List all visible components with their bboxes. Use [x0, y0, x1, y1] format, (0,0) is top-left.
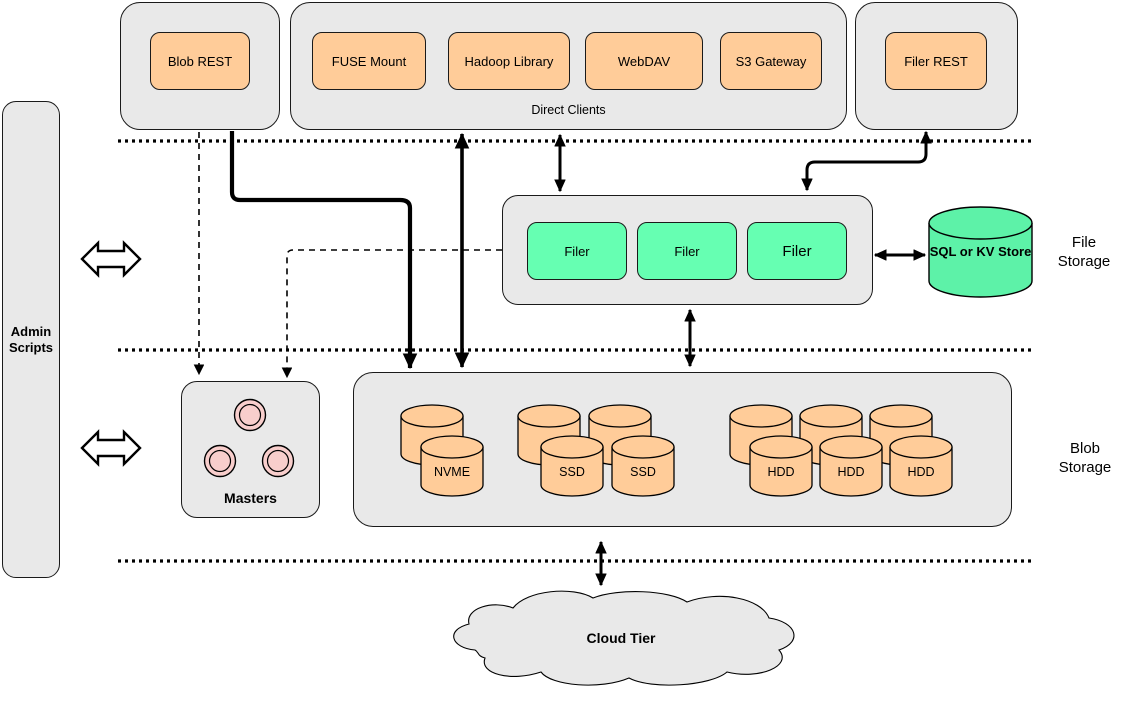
filer-node-1: Filer — [527, 222, 627, 280]
hdd-disk-label-2: HDD — [837, 465, 865, 480]
blob-storage-section-label: Blob Storage — [1058, 440, 1112, 476]
webdav-node: WebDAV — [585, 32, 703, 90]
admin-file-storage-arrow — [80, 240, 142, 278]
filer-rest-to-filer-arrow — [807, 132, 926, 190]
blob-rest-to-volumes-arrow — [229, 131, 418, 370]
volume-servers-group — [353, 372, 1012, 527]
fuse-mount-node: FUSE Mount — [312, 32, 426, 90]
hdd-disk-label-1: HDD — [767, 465, 795, 480]
admin-blob-storage-arrow — [80, 429, 142, 467]
ssd-disk-label-2: SSD — [630, 465, 656, 480]
s3-gateway-node: S3 Gateway — [720, 32, 822, 90]
hdd-disk-label-3: HDD — [907, 465, 935, 480]
filer-node-2: Filer — [637, 222, 737, 280]
direct-clients-label: Direct Clients — [531, 103, 606, 118]
ssd-disk-label-1: SSD — [559, 465, 585, 480]
blob-rest-node: Blob REST — [150, 32, 250, 90]
file-storage-section-label: File Storage — [1057, 234, 1111, 270]
filer-to-masters-dashed-arrow — [287, 249, 502, 377]
hadoop-library-node: Hadoop Library — [448, 32, 570, 90]
admin-scripts-label: Admin Scripts — [8, 323, 54, 355]
cloud-tier-label: Cloud Tier — [586, 630, 656, 647]
kv-store-label: SQL or KV Store — [929, 243, 1032, 259]
filer-rest-node: Filer REST — [885, 32, 987, 90]
admin-scripts-panel — [2, 101, 60, 578]
masters-label: Masters — [224, 490, 277, 507]
nvme-disk-label: NVME — [433, 465, 471, 480]
filer-node-3: Filer — [747, 222, 847, 280]
